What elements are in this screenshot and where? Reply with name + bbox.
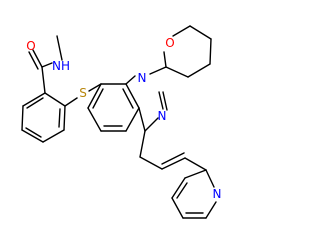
bond-ind-5: [87, 107, 102, 132]
bond-ind-inner-1: [122, 88, 134, 109]
bond-benz-1: [44, 92, 66, 107]
bond-co-double-a: [32, 49, 43, 68]
bond-benz-5: [21, 105, 24, 131]
indazole-n2-label: N: [158, 109, 167, 123]
bond-ind-2: [125, 83, 140, 109]
bond-benz-inner-1: [58, 108, 61, 128]
bond-nme: [56, 35, 63, 61]
bond-pz-5: [138, 107, 146, 132]
sulfur-label: S: [79, 86, 87, 100]
bond-py-4: [171, 197, 184, 219]
bond-co-double-b: [28, 51, 39, 70]
bond-pz-3: [158, 91, 164, 110]
bond-benz-2: [63, 105, 66, 131]
bond-vinyl-1: [139, 156, 163, 170]
bond-py-2: [205, 201, 217, 219]
bonds: [21, 25, 217, 219]
bond-benz-4: [21, 129, 44, 143]
bond-pz-1: [125, 75, 136, 85]
bond-vinyl-py: [184, 157, 207, 171]
bond-ind-3: [125, 107, 140, 132]
bond-benz-6: [22, 92, 46, 107]
bond-c-ar: [41, 66, 46, 94]
chemical-structure-diagram: NH O S N N O N: [21, 25, 221, 219]
bond-thp-3: [187, 63, 211, 78]
bond-benz-inner-2: [25, 127, 42, 138]
bond-py-5: [171, 177, 186, 199]
bond-s-ind: [88, 83, 102, 92]
bond-n1-thp: [149, 66, 167, 75]
pyridine-n-label: N: [213, 187, 222, 201]
bond-thp-6: [172, 25, 191, 37]
carbonyl-o-label: O: [26, 39, 35, 53]
bond-thp-2: [165, 66, 189, 78]
bond-pz-4: [144, 117, 159, 132]
bond-py-inner-2: [176, 182, 188, 199]
oxane-o-label: O: [165, 36, 174, 50]
bond-py-6: [184, 169, 207, 179]
bond-thp-1: [163, 51, 167, 68]
bond-ar-s: [64, 97, 78, 107]
bond-ind-6: [87, 83, 102, 109]
bond-pz-2: [162, 91, 168, 111]
bond-py-1: [205, 169, 215, 188]
bond-c3-vinyl: [139, 130, 146, 158]
indazole-n1-label: N: [138, 71, 147, 85]
bond-vinyl-3: [161, 152, 185, 165]
amide-nh-label: NH: [52, 59, 70, 73]
atom-labels: NH O S N N O N: [26, 36, 221, 201]
bond-vinyl-2: [161, 157, 186, 170]
bond-ind-inner-3: [92, 88, 104, 109]
bond-cn: [41, 62, 53, 68]
bond-benz-inner-3: [26, 97, 44, 109]
bond-thp-4: [209, 38, 212, 65]
bond-thp-5: [189, 25, 212, 40]
bond-benz-3: [42, 129, 65, 143]
